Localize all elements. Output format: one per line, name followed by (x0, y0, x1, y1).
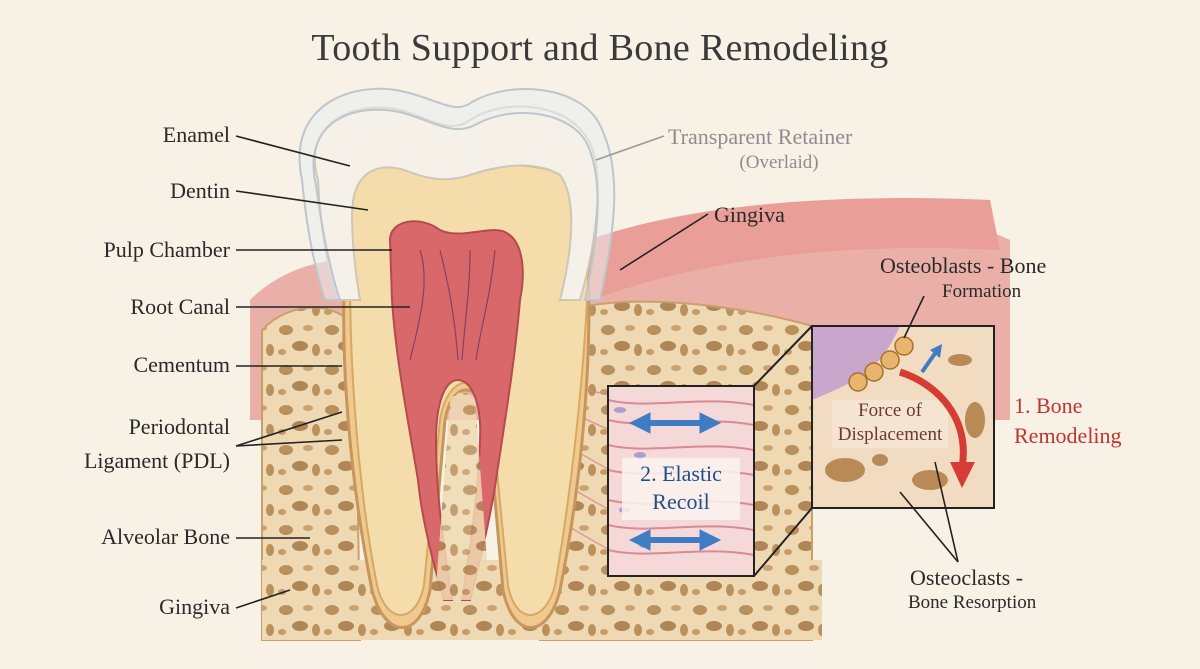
label-enamel: Enamel (162, 122, 230, 147)
label-pdl-line2: Ligament (PDL) (83, 448, 230, 473)
label-elastic-line1: 2. Elastic (640, 461, 722, 486)
remodeling-inset (812, 326, 994, 508)
label-osteoblasts-line1: Osteoblasts - Bone (880, 253, 1047, 278)
label-alveolar-bone: Alveolar Bone (101, 524, 230, 549)
diagram-title: Tooth Support and Bone Remodeling (311, 27, 889, 69)
label-osteoclasts-line2: Bone Resorption (908, 592, 1037, 613)
label-root-canal: Root Canal (130, 294, 230, 319)
label-cementum: Cementum (133, 352, 230, 377)
label-osteoblasts-line2: Formation (942, 281, 1022, 302)
label-pdl-line1: Periodontal (128, 414, 230, 439)
label-bone-remodeling-line2: Remodeling (1014, 423, 1122, 448)
label-force-line1: Force of (858, 400, 922, 421)
label-gingiva-left: Gingiva (159, 594, 230, 619)
pulp-vessels (409, 249, 496, 361)
label-osteoclasts-line1: Osteoclasts - (910, 565, 1024, 590)
label-bone-remodeling-line1: 1. Bone (1014, 393, 1083, 418)
label-elastic-line2: Recoil (652, 489, 710, 514)
label-retainer-line1: Transparent Retainer (668, 124, 853, 149)
retainer-overlay (298, 87, 616, 301)
label-gingiva-right: Gingiva (714, 202, 785, 227)
label-dentin: Dentin (170, 178, 230, 203)
label-retainer-line2: (Overlaid) (739, 152, 819, 173)
label-force-line2: Displacement (837, 424, 943, 445)
label-pulp-chamber: Pulp Chamber (103, 237, 231, 262)
gum-upper-right (540, 198, 1000, 320)
elastic-arrows (628, 412, 722, 551)
